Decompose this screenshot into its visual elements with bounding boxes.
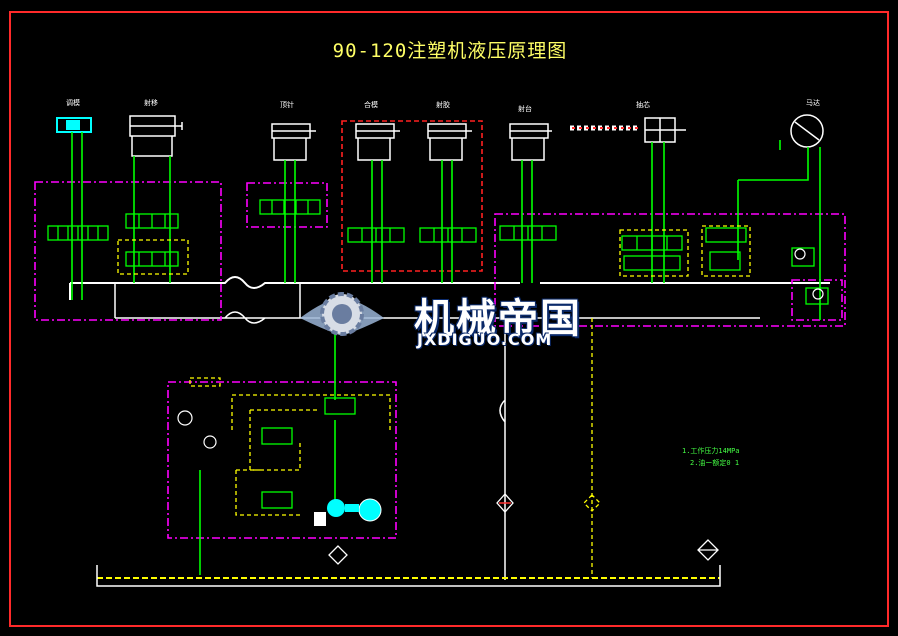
watermark-logo <box>300 292 384 336</box>
note-1: 1.工作压力14MPa <box>682 447 740 455</box>
label-carriage: 射台 <box>518 105 532 113</box>
tank-baseline <box>96 565 721 587</box>
valve-group-boxes <box>34 181 846 539</box>
label-ejector: 顶针 <box>280 101 294 109</box>
main-pressure-line <box>69 276 830 300</box>
pilot-lines <box>117 225 751 578</box>
drawing-border <box>9 11 889 627</box>
note-2: 2.油ー额定0 1 <box>690 459 740 467</box>
label-clamp: 合模 <box>364 101 378 109</box>
green-lines <box>71 132 821 575</box>
label-inject: 射胶 <box>436 101 450 109</box>
label-core-pull: 抽芯 <box>636 101 650 109</box>
cylinders <box>129 114 824 148</box>
filters <box>328 493 719 565</box>
secondary-line <box>114 283 760 580</box>
watermark-cn: 机械帝国 <box>414 296 582 342</box>
pump-motor <box>314 498 382 526</box>
directional-valves <box>47 199 829 509</box>
label-nozzle-move: 射移 <box>144 99 158 107</box>
mold-adjust-motor <box>56 117 92 133</box>
cylinder-bodies <box>131 136 545 161</box>
red-valve-box <box>341 120 483 272</box>
diagram-title: 90-120注塑机液压原理图 <box>332 40 568 62</box>
small-components <box>177 248 824 449</box>
label-motor: 马达 <box>806 99 820 107</box>
label-mold-adjust: 调模 <box>66 99 80 107</box>
watermark-en: JXDIGUO.COM <box>417 330 553 349</box>
